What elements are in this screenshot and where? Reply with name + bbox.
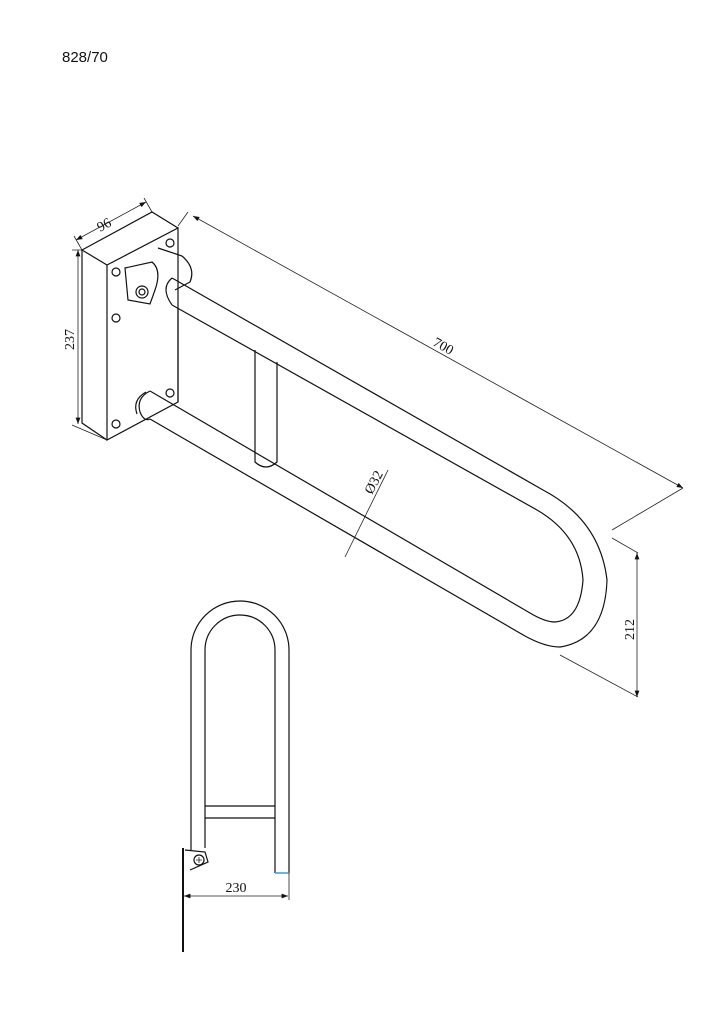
dimension-side-projection: 230	[226, 881, 247, 896]
dimension-height: 212	[623, 619, 638, 640]
grab-bar-tube	[135, 277, 608, 648]
dimension-length: 700	[430, 335, 456, 358]
dimension-plate-height: 237	[63, 329, 78, 350]
wall-plate	[81, 211, 179, 442]
product-code: 828/70	[62, 49, 108, 66]
hinge-bracket	[124, 247, 193, 305]
dimension-lines	[71, 197, 684, 698]
side-view: 230	[182, 600, 290, 952]
dimension-tube-diameter: Ø32	[362, 469, 387, 497]
isometric-view: 96 237 700 Ø32 212	[63, 197, 684, 698]
dimension-plate-width: 96	[95, 216, 114, 236]
